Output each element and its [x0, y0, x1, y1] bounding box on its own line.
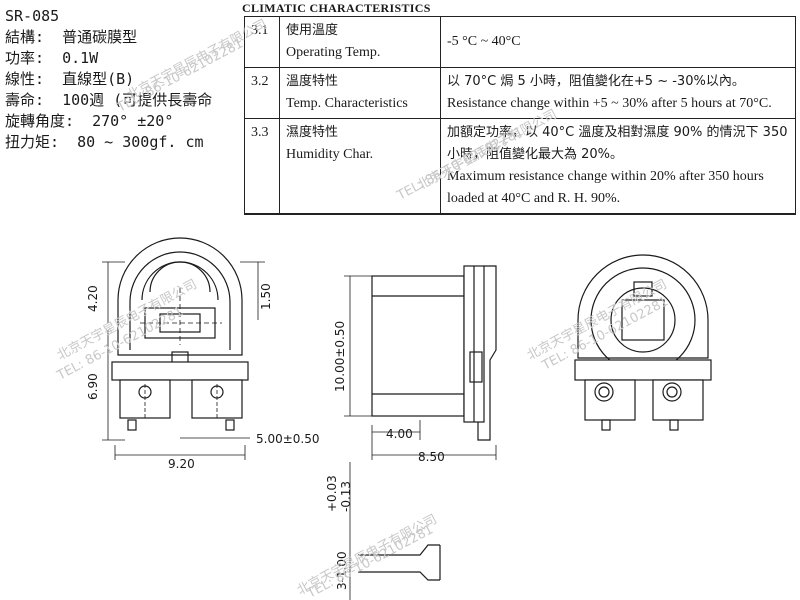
spec-life: 壽命: 100週 (可提供長壽命 [5, 91, 213, 109]
item-en: Operating Temp. [286, 45, 381, 60]
value-zh: 以 70°C 焗 5 小時，阻值變化在+5 ~ -30%以內。 [447, 74, 745, 89]
row-number: 3.1 [244, 16, 280, 68]
value-en: Resistance change within +5 ~ 30% after … [447, 96, 772, 111]
dim-1-50: 1.50 [259, 283, 273, 310]
item-en: Humidity Char. [286, 147, 374, 162]
value-en: Maximum resistance change within 20% aft… [447, 169, 764, 206]
spec-taper: 線性: 直線型(B) [5, 70, 135, 88]
spec-torque: 扭力矩: 80 ~ 300gf. cm [5, 133, 204, 151]
item-en: Temp. Characteristics [286, 96, 408, 111]
dim-5-00: 5.00±0.50 [256, 432, 320, 446]
dim-pin-tol-minus: -0.13 [339, 481, 353, 512]
climatic-row-temp: 3.2 溫度特性 Temp. Characteristics 以 70°C 焗 … [244, 67, 796, 119]
dim-9-20: 9.20 [168, 457, 195, 471]
side-dimension-lines [344, 275, 497, 460]
pin-detail [349, 462, 441, 600]
item-zh: 濕度特性 [286, 125, 339, 140]
spec-structure: 結構: 普通碳膜型 [5, 28, 138, 46]
watermark-tel: TEL: 86-10-62102281 [304, 522, 436, 600]
value-cell: 以 70°C 焗 5 小時，阻值變化在+5 ~ -30%以內。 Resistan… [440, 67, 796, 119]
climatic-table: 3.1 使用溫度 Operating Temp. -5 °C ~ 40°C 3.… [244, 16, 796, 215]
front-view [111, 237, 249, 431]
item-zh: 使用溫度 [286, 23, 339, 38]
row-number: 3.3 [244, 118, 280, 215]
watermark-tel: TEL: 86-10-62102281 [114, 36, 246, 116]
model-number: SR-085 [5, 7, 60, 25]
value-en: -5 °C ~ 40°C [447, 34, 521, 49]
climatic-title: CLIMATIC CHARACTERISTICS [242, 1, 431, 15]
item-cell: 使用溫度 Operating Temp. [279, 16, 441, 68]
spec-power: 功率: 0.1W [5, 49, 99, 67]
spec-rotation: 旋轉角度: 270° ±20° [5, 112, 174, 130]
watermark-tel: TEL: 86-10-62102281 [394, 124, 526, 204]
item-zh: 溫度特性 [286, 74, 339, 89]
dim-10-00: 10.00±0.50 [333, 321, 347, 392]
item-cell: 溫度特性 Temp. Characteristics [279, 67, 441, 119]
dim-pin: 3-1.00 [335, 551, 349, 590]
dim-4-00: 4.00 [386, 427, 413, 441]
side-view [371, 265, 497, 441]
rear-view [574, 254, 712, 431]
item-cell: 濕度特性 Humidity Char. [279, 118, 441, 215]
value-zh: 加額定功率，以 40°C 溫度及相對濕度 90% 的情況下 350 小時，阻值變… [447, 125, 788, 162]
dim-8-50: 8.50 [418, 450, 445, 464]
front-dimension-lines [102, 261, 265, 460]
spec-list: SR-085 結構: 普通碳膜型 功率: 0.1W 線性: 直線型(B) 壽命:… [5, 6, 212, 153]
dim-4-20: 4.20 [86, 285, 100, 312]
climatic-row-humidity: 3.3 濕度特性 Humidity Char. 加額定功率，以 40°C 溫度及… [244, 118, 796, 215]
value-cell: 加額定功率，以 40°C 溫度及相對濕度 90% 的情況下 350 小時，阻值變… [440, 118, 796, 215]
dim-6-90: 6.90 [86, 373, 100, 400]
dim-pin-tol-plus: +0.03 [325, 475, 339, 512]
